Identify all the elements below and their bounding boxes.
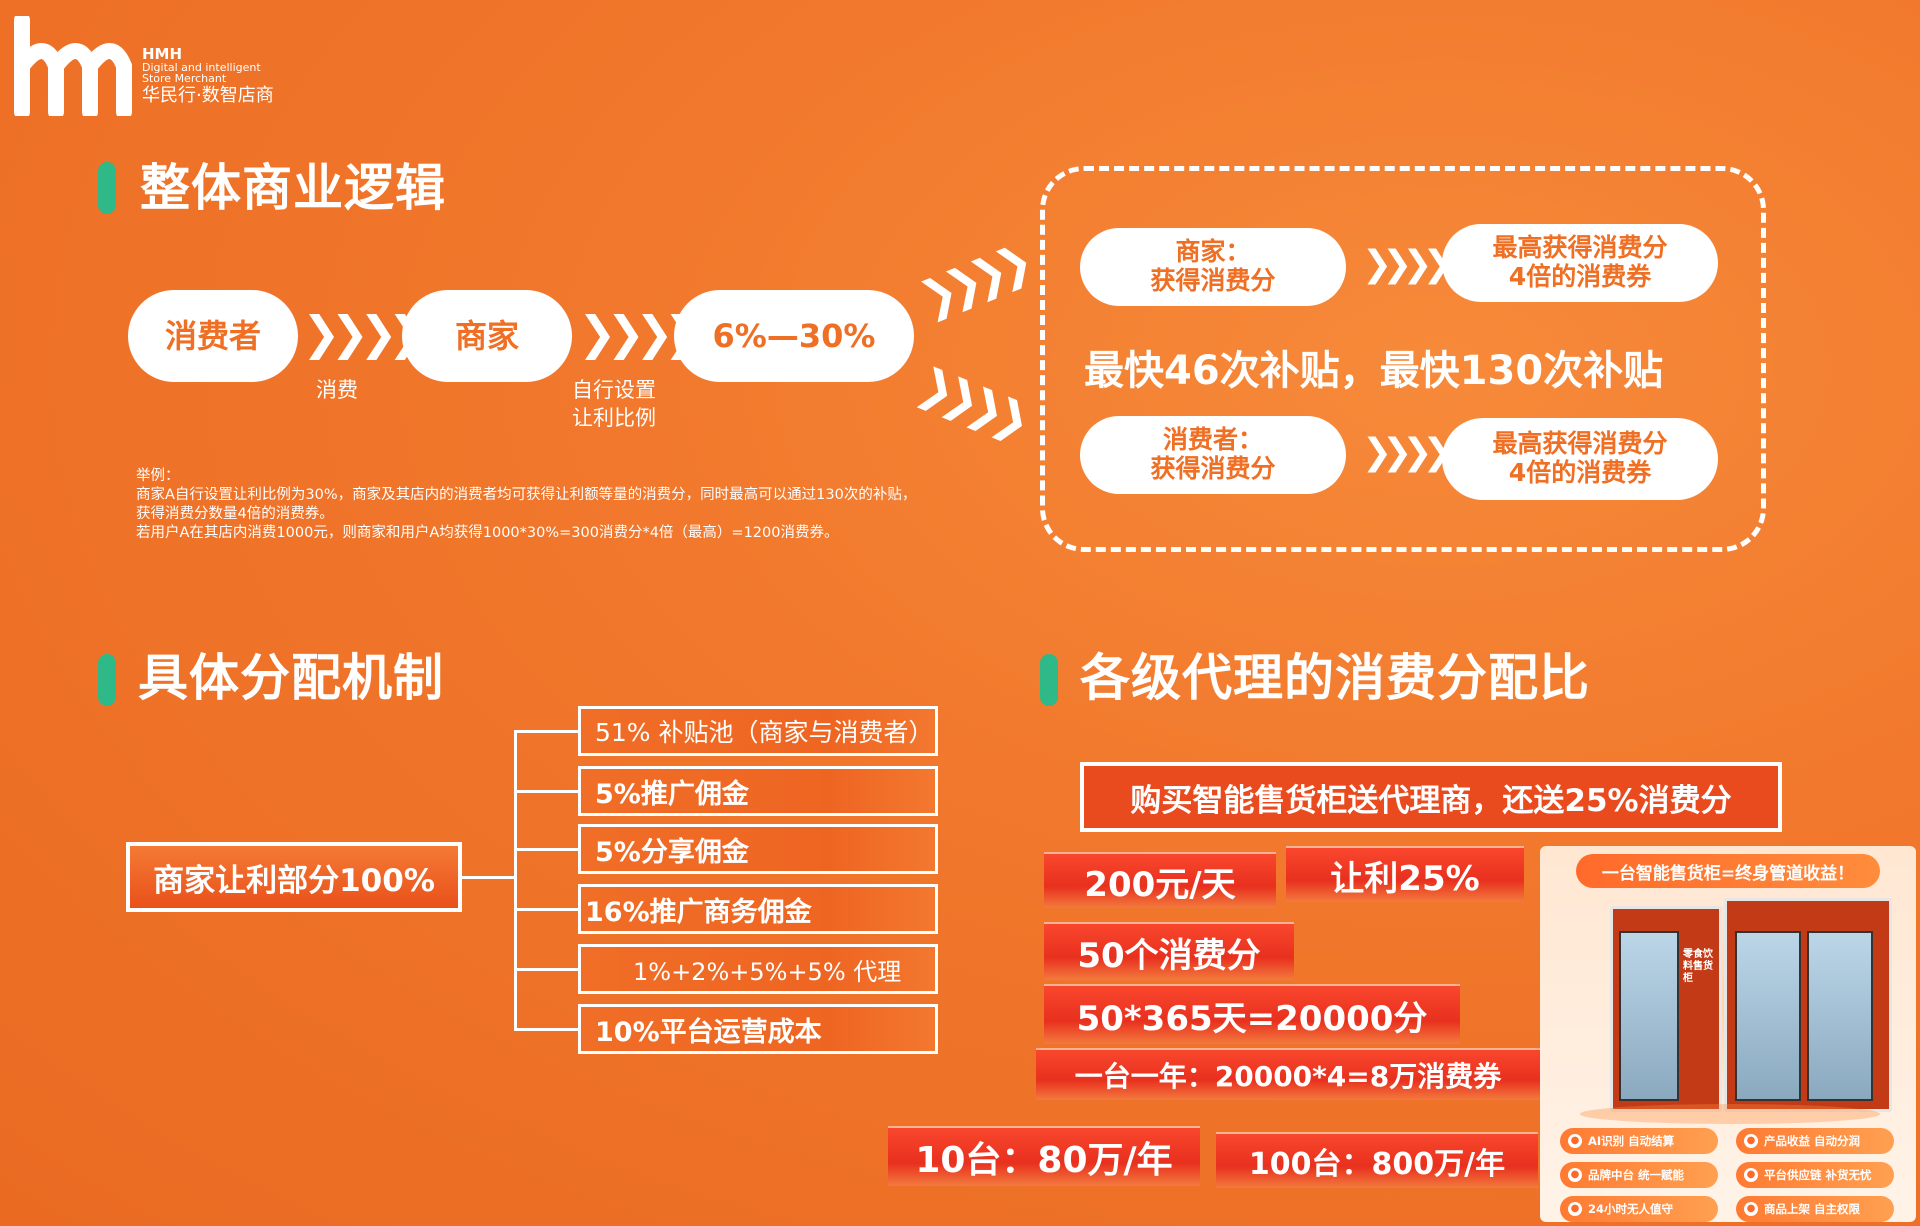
tag-per-day: 200元/天 [1044,852,1276,908]
feature-label: 平台供应链 补货无忧 [1764,1168,1872,1182]
flow-consumer-pill: 消费者 [128,290,298,382]
feature-pill: ● 平台供应链 补货无忧 [1736,1162,1894,1188]
tag-ten-units: 10台：80万/年 [888,1126,1200,1186]
chevrons-up-icon: ❯❯❯❯ [912,237,1032,326]
logo-chinese: 华民行·数智店商 [142,85,274,106]
example-line: 获得消费分数量4倍的消费券。 [136,506,334,522]
feature-label: 产品收益 自动分润 [1764,1134,1861,1148]
section-marker [1040,654,1058,706]
vending-cabinet: 零食饮料售货柜 [1610,906,1722,1112]
feature-pill: ● 产品收益 自动分润 [1736,1128,1894,1154]
merchant-reward-line1: 最高获得消费分 [1492,233,1668,263]
feature-pill: ● 24小时无人值守 [1560,1196,1718,1222]
section-marker [98,162,116,214]
distribution-item: 16%推广商务佣金 [578,884,938,934]
merchant-points-pill: 商家： 获得消费分 [1080,228,1346,306]
tag-points: 50个消费分 [1044,922,1294,980]
vending-cabinet [1724,898,1892,1112]
money-bag-icon: ● [1744,1134,1758,1148]
feature-label: AI识别 自动结算 [1588,1134,1675,1148]
distribution-item: 1%+2%+5%+5% 代理 [578,944,938,994]
product-card: 一台智能售货柜=终身管道收益！ 零食饮料售货柜 ● AI识别 自动结算 ● 产品收益… [1540,846,1916,1222]
tag-one-year: 一台一年：20000*4=8万消费券 [1036,1048,1540,1100]
chevrons-down-icon: ❯❯❯❯ [910,357,1030,446]
merchant-points-line2: 获得消费分 [1150,266,1276,295]
promo-banner: 购买智能售货柜送代理商，还送25%消费分 [1080,762,1782,832]
feature-pill: ● 品牌中台 统一赋能 [1560,1162,1718,1188]
section3-title: 各级代理的消费分配比 [1080,649,1590,707]
flow-ratio-pill: 6%—30% [674,290,914,382]
flow-merchant-pill: 商家 [402,290,572,382]
tree-branch [514,848,578,851]
tree-connector [462,876,514,879]
product-card-title: 一台智能售货柜=终身管道收益！ [1576,854,1880,888]
feature-label: 商品上架 自主权限 [1764,1202,1861,1216]
flow-label-set-1: 自行设置 [572,378,656,402]
cabinet-glass [1735,931,1801,1101]
distribution-item: 10%平台运营成本 [578,1004,938,1054]
feature-label: 品牌中台 统一赋能 [1588,1168,1685,1182]
flow-label-set-2: 让利比例 [572,406,656,430]
hmh-logo-icon [14,16,132,116]
cabinet-glass [1807,931,1873,1101]
merchant-points-line1: 商家： [1175,237,1251,267]
feature-pill: ● 商品上架 自主权限 [1736,1196,1894,1222]
base-shadow [1580,1104,1880,1124]
consumer-points-line2: 获得消费分 [1150,454,1276,483]
section2-title: 具体分配机制 [138,649,444,707]
consumer-reward-pill: 最高获得消费分 4倍的消费券 [1442,418,1718,500]
clock-icon: ● [1568,1202,1582,1216]
feature-pill: ● AI识别 自动结算 [1560,1128,1718,1154]
consumer-points-line1: 消费者： [1162,425,1263,455]
tag-year-calc: 50*365天=20000分 [1044,984,1460,1044]
logo-brand: HMH [142,45,183,63]
tree-branch [514,730,578,733]
tag-hundred-units: 100台：800万/年 [1216,1132,1538,1188]
merchant-reward-line2: 4倍的消费券 [1508,262,1652,291]
consumer-points-pill: 消费者： 获得消费分 [1080,416,1346,494]
flow-label-consume: 消费 [316,378,358,402]
gear-icon: ● [1568,1168,1582,1182]
tree-branch [514,1028,578,1031]
cabinet-label: 零食饮料售货柜 [1683,949,1713,984]
example-text: 举例： 商家A自行设置让利比例为30%，商家及其店内的消费者均可获得让利额等量的… [136,467,1016,543]
consumer-reward-line1: 最高获得消费分 [1492,429,1668,459]
tree-trunk [514,730,517,1030]
distribution-item: 5%分享佣金 [578,824,938,874]
shelf-icon: ● [1744,1202,1758,1216]
tree-branch [514,968,578,971]
chevrons-icon: ❯❯❯❯ [1362,432,1453,473]
network-icon: ● [1744,1168,1758,1182]
merchant-reward-pill: 最高获得消费分 4倍的消费券 [1442,224,1718,302]
chevrons-icon: ❯❯❯❯ [302,306,426,360]
feature-label: 24小时无人值守 [1588,1202,1674,1216]
person-icon: ● [1568,1134,1582,1148]
subsidy-dashed-box [1040,166,1766,552]
distribution-item: 51% 补贴池（商家与消费者） [578,706,938,756]
example-line: 若用户A在其店内消费1000元，则商家和用户A均获得1000*30%=300消费… [136,525,839,541]
subsidy-headline: 最快46次补贴，最快130次补贴 [1084,348,1664,394]
example-line: 举例： [136,468,180,484]
distribution-root: 商家让利部分100% [126,842,462,912]
section1-title: 整体商业逻辑 [140,159,446,217]
cabinet-glass [1619,931,1679,1101]
consumer-reward-line2: 4倍的消费券 [1508,458,1652,487]
example-line: 商家A自行设置让利比例为30%，商家及其店内的消费者均可获得让利额等量的消费分，… [136,487,917,503]
logo-english: Digital and intelligent Store Merchant [142,61,261,85]
tag-discount: 让利25% [1286,846,1524,902]
tree-branch [514,790,578,793]
section-marker [98,654,116,706]
chevrons-icon: ❯❯❯❯ [1362,244,1453,285]
tree-branch [514,908,578,911]
distribution-item: 5%推广佣金 [578,766,938,816]
